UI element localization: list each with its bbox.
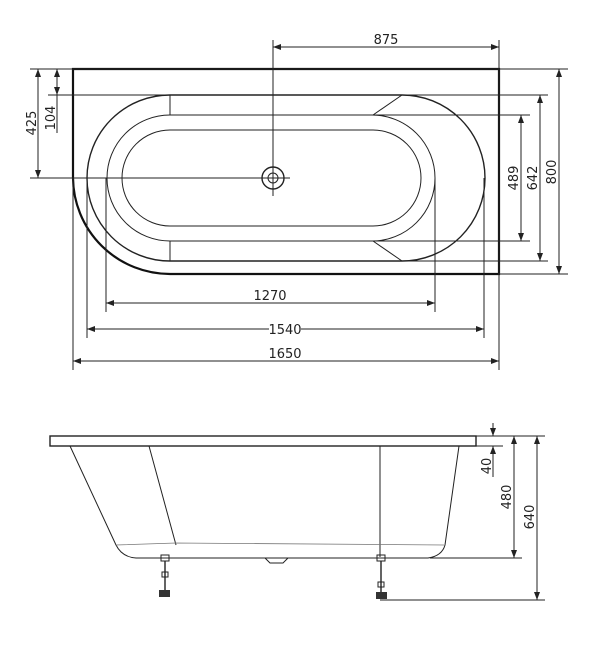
extension-lines [30,40,568,370]
body-inner-lines [148,445,381,557]
label-1650: 1650 [268,347,301,362]
label-489: 489 [507,166,522,191]
label-104: 104 [44,106,59,131]
top-view: 875 425 104 489 642 800 1270 1540 1650 [25,33,568,370]
bottom-edge [115,542,445,546]
label-800: 800 [545,160,560,185]
leg-left [159,554,170,597]
label-875: 875 [374,33,399,48]
leg-right [376,554,387,599]
tub-body [69,445,460,559]
label-642: 642 [526,166,541,191]
label-480: 480 [500,485,515,510]
label-1540: 1540 [268,323,301,338]
label-40: 40 [480,458,495,475]
side-extension-lines [380,423,545,601]
inner-oval [121,129,422,227]
tub-outline [71,67,501,276]
label-425: 425 [25,111,40,136]
drain-outlet [264,557,289,564]
side-view: 40 480 640 [49,423,545,601]
label-640: 640 [523,505,538,530]
chamfer-lines [169,94,403,262]
label-1270: 1270 [253,289,286,304]
rim [49,435,477,447]
